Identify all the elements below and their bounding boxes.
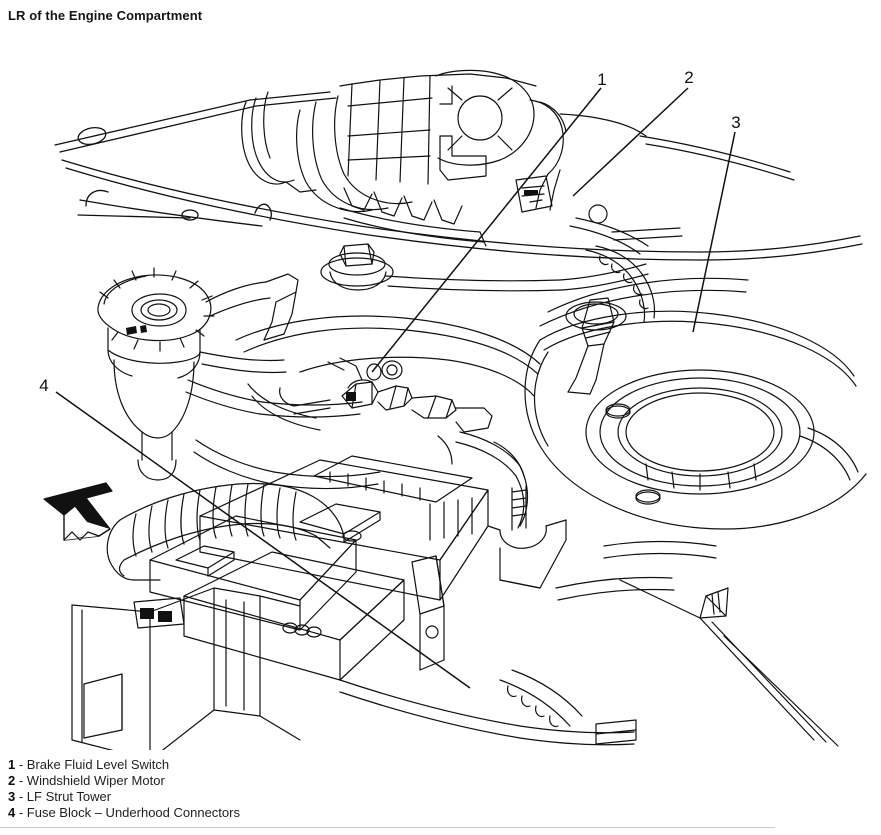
callout-number-1: 1 <box>597 70 606 89</box>
legend-item-3: 3 - LF Strut Tower <box>8 789 608 805</box>
legend-item-2: 2 - Windshield Wiper Motor <box>8 773 608 789</box>
lf-strut-tower <box>524 277 867 530</box>
engine-cover-contours <box>235 315 541 529</box>
leader-line-2 <box>572 87 689 197</box>
legend-label-3: LF Strut Tower <box>26 789 112 804</box>
legend-label-2: Windshield Wiper Motor <box>26 773 165 788</box>
legend-number-3: 3 <box>8 789 16 804</box>
windshield-wiper-motor <box>241 69 649 292</box>
legend-separator-4: - <box>15 805 27 820</box>
legend-separator-1: - <box>15 757 27 772</box>
brake-fluid-level-switch-connector <box>279 357 493 433</box>
callout-number-2: 2 <box>684 68 693 87</box>
battery-tray <box>71 587 301 750</box>
orientation-arrow <box>43 482 113 541</box>
fuse-block-underhood <box>133 455 567 681</box>
legend-separator-2: - <box>15 773 27 788</box>
legend-item-1: 1 - Brake Fluid Level Switch <box>8 757 608 773</box>
legend-label-4: Fuse Block – Underhood Connectors <box>26 805 240 820</box>
legend-item-4: 4 - Fuse Block – Underhood Connectors <box>8 805 608 821</box>
callout-leaders <box>55 87 736 689</box>
callout-number-3: 3 <box>731 113 740 132</box>
engine-compartment-figure: 1 2 3 4 <box>0 40 881 750</box>
callout-numbers: 1 2 3 4 <box>39 68 740 395</box>
legend-number-4: 4 <box>8 805 16 820</box>
leader-line-4 <box>55 391 471 689</box>
brake-fluid-reservoir <box>97 267 299 481</box>
callout-number-4: 4 <box>39 376 48 395</box>
upper-right-panel <box>559 113 795 181</box>
legend-label-1: Brake Fluid Level Switch <box>26 757 170 772</box>
legend-separator-3: - <box>15 789 27 804</box>
footer-divider <box>0 827 775 828</box>
page-title: LR of the Engine Compartment <box>8 8 203 23</box>
leader-line-3 <box>692 131 736 333</box>
figure-legend: 1 - Brake Fluid Level Switch 2 - Windshi… <box>8 757 608 821</box>
lower-shroud-right <box>339 579 839 747</box>
rear-wall-detail <box>555 427 859 601</box>
legend-number-1: 1 <box>8 757 16 772</box>
wiring-harness-upper <box>569 204 683 323</box>
leader-line-1 <box>371 87 602 373</box>
cowl-panel <box>54 91 863 261</box>
figure-linework: 1 2 3 4 <box>39 68 867 750</box>
legend-number-2: 2 <box>8 773 16 788</box>
